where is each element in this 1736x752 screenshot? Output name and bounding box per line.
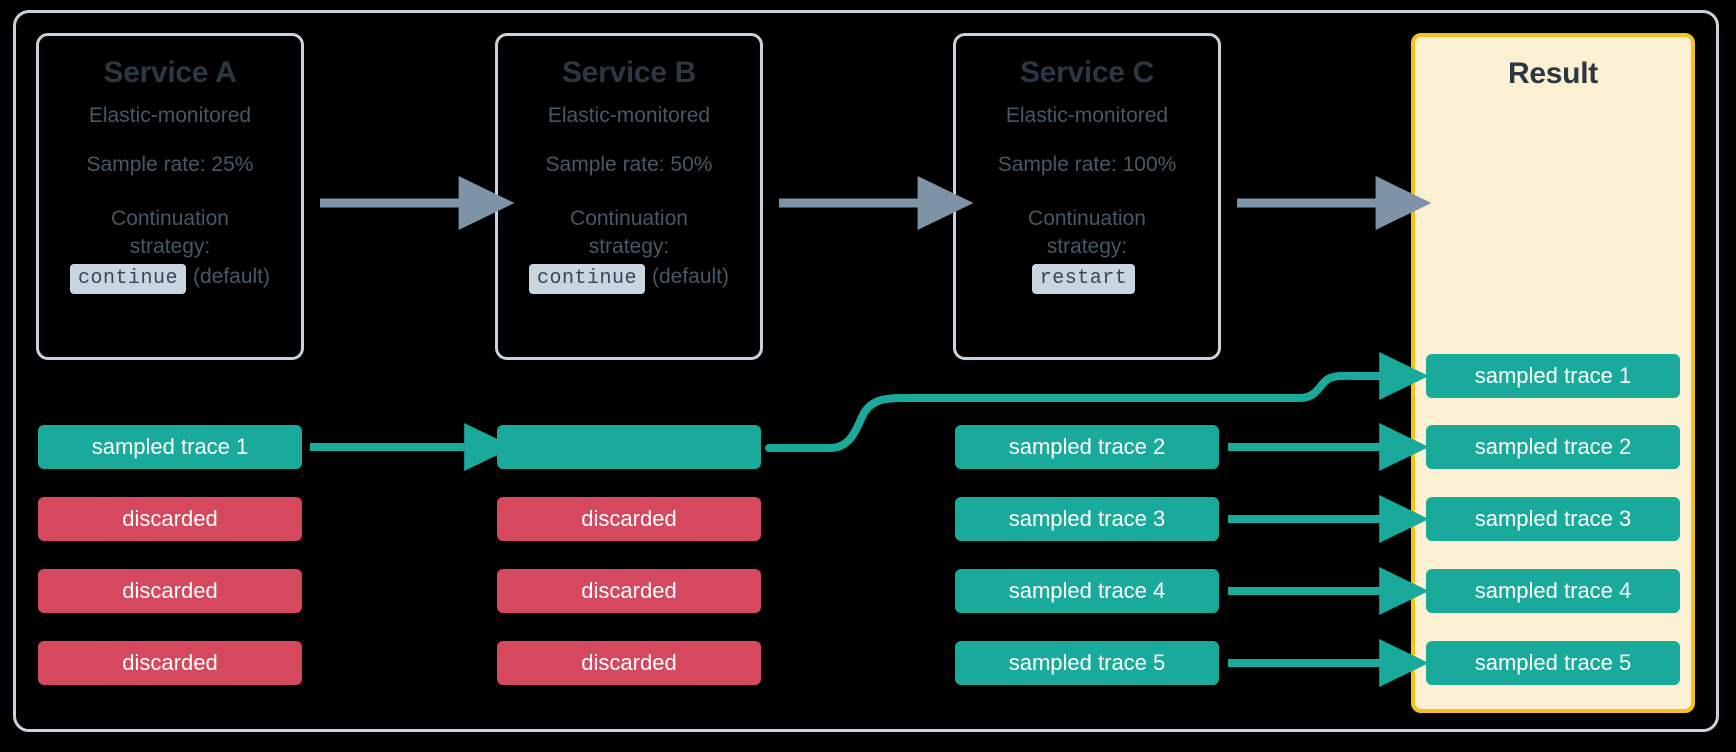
result-trace-pill-5: sampled trace 5 [1426, 641, 1680, 685]
service-c-strategy-row: restart [956, 264, 1218, 295]
service-c-strategy-label-2: strategy: [1046, 235, 1128, 259]
service-b-title: Service B [561, 56, 697, 89]
service-b-monitored: Elastic-monitored [547, 104, 711, 127]
result-trace-pill-2: sampled trace 2 [1426, 425, 1680, 469]
service-card-b: Service B Elastic-monitored Sample rate:… [495, 33, 763, 360]
service-a-sample-rate: Sample rate: 25% [86, 152, 254, 176]
service-b-sample-rate: Sample rate: 50% [545, 152, 713, 176]
service-b-strategy-label-2: strategy: [588, 235, 670, 259]
service-a-strategy-row: continue (default) [39, 264, 301, 295]
service-b-strategy-value: continue [528, 264, 645, 295]
trace-pill-b-4: discarded [497, 641, 761, 685]
service-b-strategy-label-1: Continuation [570, 206, 688, 230]
trace-pill-c-1: sampled trace 2 [955, 425, 1219, 469]
trace-pill-a-1: sampled trace 1 [38, 425, 302, 469]
service-c-monitored: Elastic-monitored [1005, 104, 1169, 127]
service-a-strategy-label-2: strategy: [129, 235, 211, 259]
service-card-a: Service A Elastic-monitored Sample rate:… [36, 33, 304, 360]
service-card-c: Service C Elastic-monitored Sample rate:… [953, 33, 1221, 360]
trace-pill-b-1 [497, 425, 761, 469]
service-a-monitored: Elastic-monitored [88, 104, 252, 127]
trace-pill-a-4: discarded [38, 641, 302, 685]
service-c-title: Service C [1019, 56, 1155, 89]
trace-pill-c-3: sampled trace 4 [955, 569, 1219, 613]
trace-pill-a-2: discarded [38, 497, 302, 541]
service-b-strategy-note: (default) [651, 265, 730, 289]
trace-pill-c-2: sampled trace 3 [955, 497, 1219, 541]
service-c-sample-rate: Sample rate: 100% [997, 152, 1177, 176]
trace-pill-c-4: sampled trace 5 [955, 641, 1219, 685]
service-a-strategy-label-1: Continuation [111, 206, 229, 230]
result-trace-pill-4: sampled trace 4 [1426, 569, 1680, 613]
service-a-title: Service A [103, 56, 237, 89]
service-a-strategy-value: continue [69, 264, 186, 295]
result-trace-pill-3: sampled trace 3 [1426, 497, 1680, 541]
service-b-strategy-row: continue (default) [498, 264, 760, 295]
trace-pill-a-3: discarded [38, 569, 302, 613]
service-c-strategy-label-1: Continuation [1028, 206, 1146, 230]
trace-pill-b-2: discarded [497, 497, 761, 541]
service-c-strategy-value: restart [1031, 264, 1136, 295]
service-a-strategy-note: (default) [192, 265, 271, 289]
diagram-outer-frame [13, 10, 1719, 732]
result-trace-pill-1: sampled trace 1 [1426, 354, 1680, 398]
trace-pill-b-3: discarded [497, 569, 761, 613]
result-title: Result [1508, 57, 1598, 90]
